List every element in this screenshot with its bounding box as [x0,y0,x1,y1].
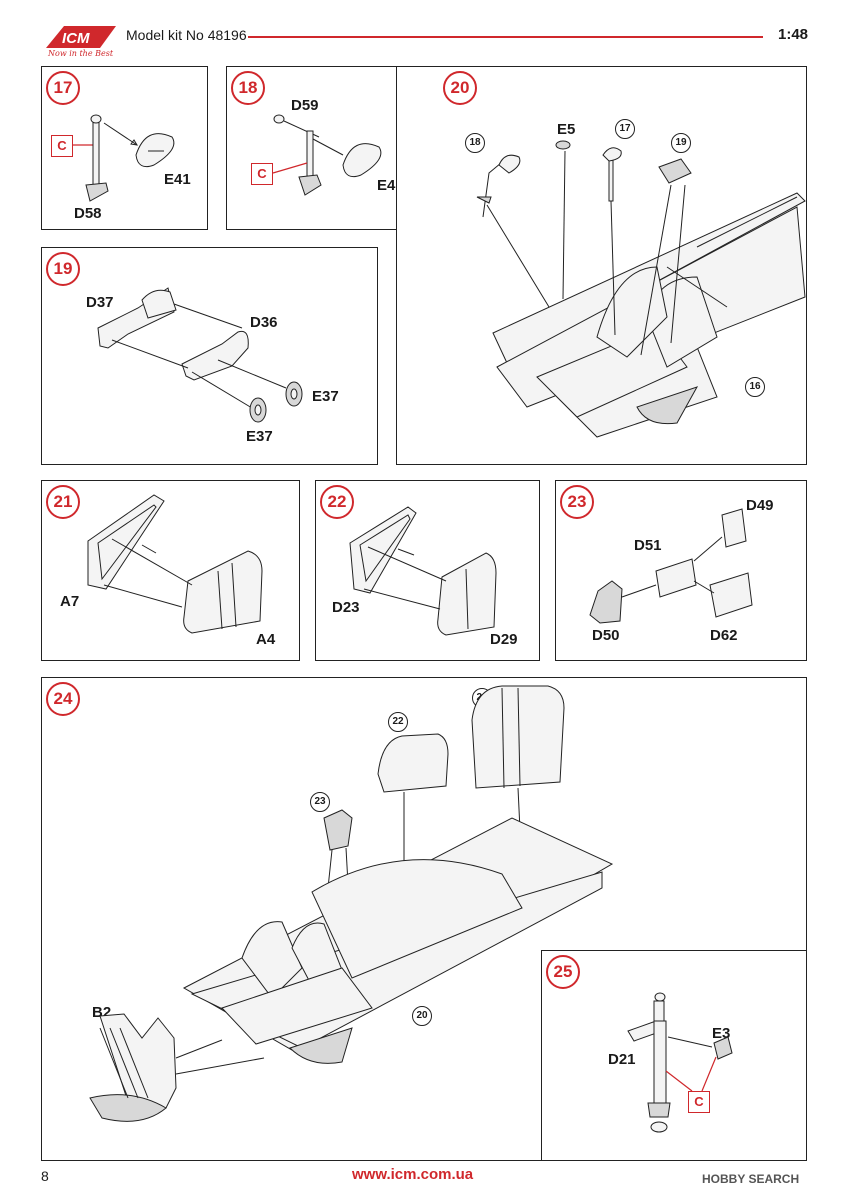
part-d36-label: D36 [250,314,278,331]
page-number: 8 [41,1168,49,1184]
step-25-number: 25 [546,955,580,989]
step-21-drawing [87,494,263,634]
step-24-drawing [89,685,614,1122]
step-25-drawing [627,992,733,1133]
part-d50-label: D50 [592,627,620,644]
step-17-drawing [73,114,175,202]
step-23-number: 23 [560,485,594,519]
header-rule [248,36,763,38]
step-20-number: 20 [443,71,477,105]
step-22-number: 22 [320,485,354,519]
ref-step-20: 20 [412,1006,432,1026]
part-d51-label: D51 [634,537,662,554]
part-d37-label: D37 [86,294,114,311]
part-e37-bottom-label: E37 [246,428,273,445]
part-d59-label: D59 [291,97,319,114]
ref-step-18: 18 [465,133,485,153]
step-23-drawing [589,508,753,624]
step-18-panel: 18 D59 C E41 [226,66,427,230]
icm-logo: ICM [46,26,116,48]
logo-tagline: Now in the Best [48,49,114,58]
step-22-panel: 22 D23 D29 [315,480,540,661]
part-d62-label: D62 [710,627,738,644]
part-d21-label: D21 [608,1051,636,1068]
step-22-drawing [349,506,497,636]
step-17-number: 17 [46,71,80,105]
part-d23-label: D23 [332,599,360,616]
watermark: HOBBY SEARCH [702,1172,800,1186]
step-18-number: 18 [231,71,265,105]
scale-label: 1:48 [778,26,809,43]
part-e37-right-label: E37 [312,388,339,405]
kit-title: Model kit No 48196 [126,27,247,43]
step-21-panel: 21 A7 A4 [41,480,300,661]
logo-text: ICM [62,30,90,47]
step-23-panel: 23 D49 D51 D50 D62 [555,480,807,661]
ref-step-19: 19 [671,133,691,153]
step-24-number: 24 [46,682,80,716]
step-19-number: 19 [46,252,80,286]
part-a7-label: A7 [60,593,80,610]
step-20-drawing [476,140,806,438]
part-c-callout: C [688,1091,710,1113]
ref-step-16: 16 [745,377,765,397]
step-19-panel: 19 D37 D36 E37 E37 [41,247,378,465]
website-link[interactable]: www.icm.com.ua [352,1166,474,1183]
ref-step-22: 22 [388,712,408,732]
step-21-number: 21 [46,485,80,519]
part-c-callout: C [251,163,273,185]
part-c-callout: C [51,135,73,157]
part-d58-label: D58 [74,205,102,222]
step-19-drawing [97,287,303,423]
ref-step-23: 23 [310,792,330,812]
part-e5-label: E5 [557,121,576,138]
part-d49-label: D49 [746,497,774,514]
step-18-drawing [272,114,382,196]
step-17-panel: 17 C E41 D58 [41,66,208,230]
step-25-panel: 25 E3 D21 C [541,950,807,1161]
part-e41-label: E41 [164,171,191,188]
part-d29-label: D29 [490,631,518,648]
part-a4-label: A4 [256,631,276,648]
step-20-panel: 20 18 E5 17 19 16 [396,66,807,465]
ref-step-17: 17 [615,119,635,139]
